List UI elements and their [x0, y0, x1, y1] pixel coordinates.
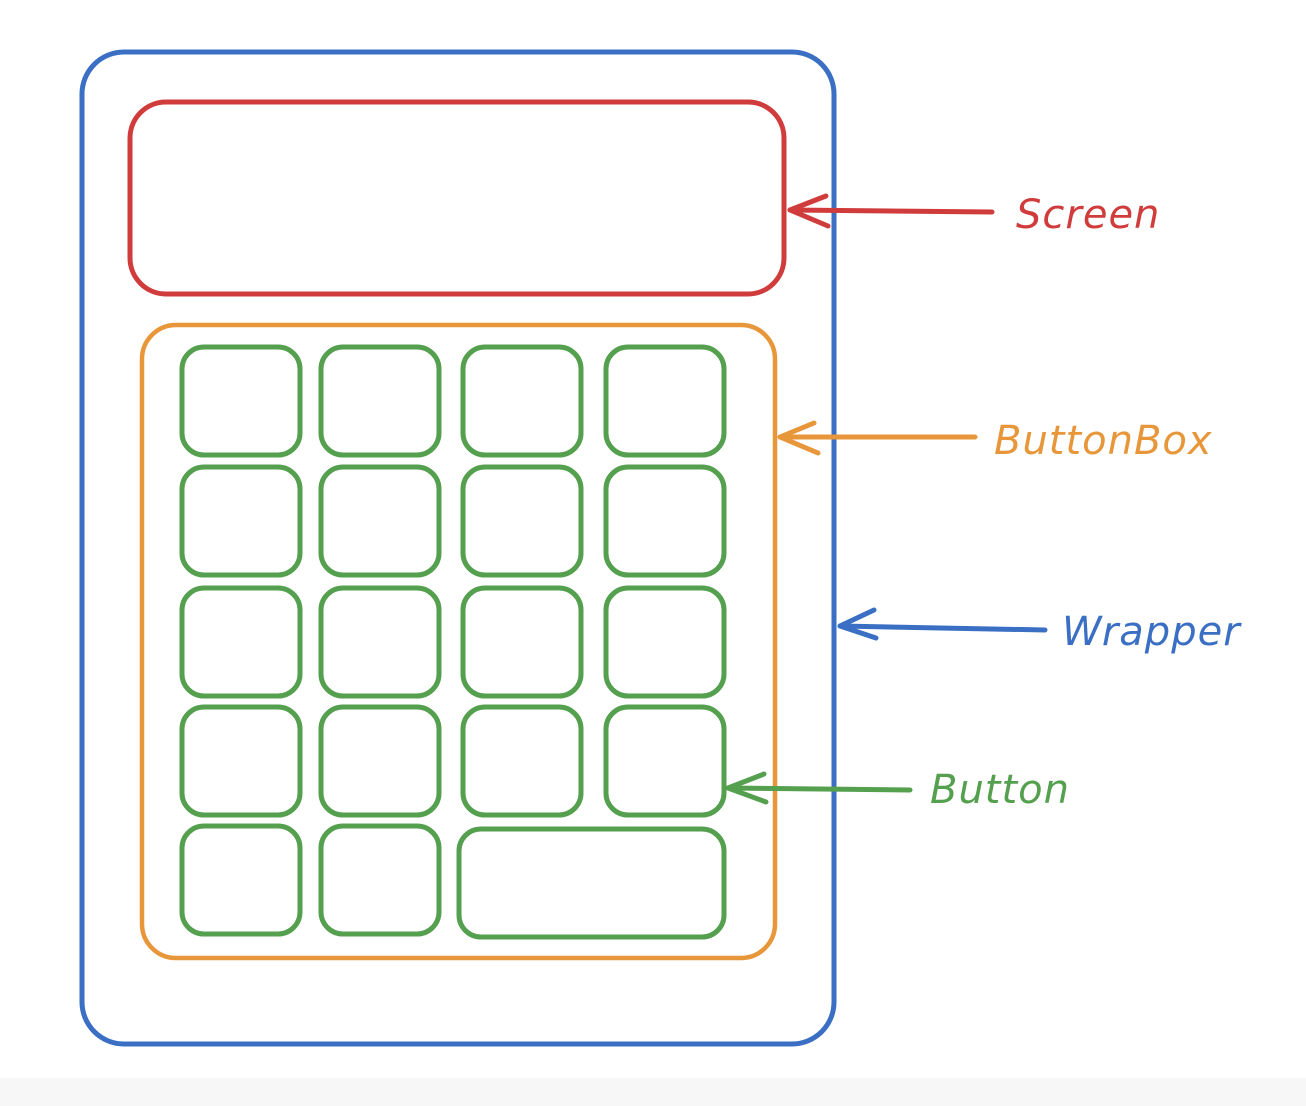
wrapper-label: Wrapper [1062, 609, 1242, 655]
calc-button [318, 704, 442, 818]
calc-button [179, 823, 303, 937]
calc-button [318, 585, 442, 699]
calc-button [179, 464, 303, 578]
wrapper-box [79, 49, 837, 1047]
calc-button [460, 464, 584, 578]
button-label: Button [930, 767, 1070, 813]
bottom-strip [0, 1078, 1306, 1106]
screen-box [127, 99, 787, 297]
calc-button [179, 704, 303, 818]
calc-button [603, 464, 727, 578]
buttons-grid [179, 344, 727, 940]
screen-label: Screen [1016, 192, 1160, 238]
calc-button [603, 344, 727, 458]
calc-button [318, 464, 442, 578]
calc-button [318, 823, 442, 937]
screen-arrow [787, 193, 995, 229]
button-box-label: ButtonBox [994, 418, 1213, 464]
calc-button [179, 585, 303, 699]
calc-button [460, 585, 584, 699]
calc-button [603, 704, 727, 818]
calc-button [318, 344, 442, 458]
wrapper-arrow [837, 607, 1048, 641]
calc-button [460, 704, 584, 818]
calc-button-wide [456, 826, 727, 940]
button-box [139, 322, 778, 961]
calc-button [603, 585, 727, 699]
button-arrow [725, 771, 913, 805]
calc-button [460, 344, 584, 458]
button-box-arrow [777, 420, 978, 456]
calc-button [179, 344, 303, 458]
